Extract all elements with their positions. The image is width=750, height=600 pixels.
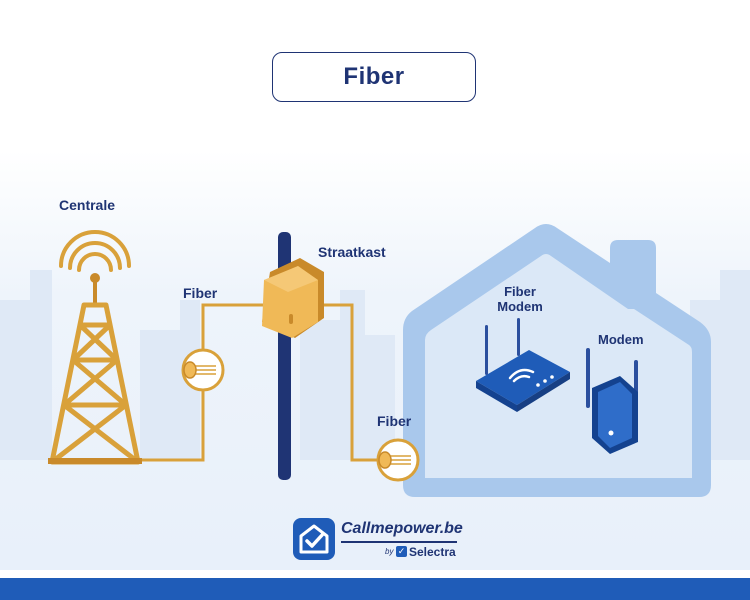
logo-subbrand: Selectra: [409, 545, 456, 559]
logo-name: Callmepower.be: [341, 520, 463, 537]
label-straatkast: Straatkast: [318, 244, 386, 260]
title-box: Fiber: [272, 52, 476, 102]
page-title: Fiber: [343, 63, 405, 90]
tower-icon: [48, 230, 142, 465]
label-fiber-cable-2: Fiber: [377, 413, 412, 429]
logo-by: by: [385, 547, 394, 556]
label-fiber-cable-1: Fiber: [183, 285, 218, 301]
footer-bar: [0, 578, 750, 600]
street-cabinet-icon: [262, 258, 324, 338]
logo-underline: [341, 541, 457, 543]
cable-cross-section-icon: [376, 438, 420, 482]
modem-icon: [586, 348, 638, 454]
label-fiber-modem: Fiber Modem: [488, 284, 552, 314]
brand-logo: Callmepower.be by ✓ Selectra: [293, 516, 463, 564]
logo-house-check-icon: [293, 518, 335, 560]
selectra-check-icon: ✓: [396, 546, 407, 557]
house-icon: [403, 224, 711, 497]
label-fiber-modem-line2: Modem: [497, 299, 543, 314]
label-centrale: Centrale: [59, 197, 116, 213]
cable-cross-section-icon: [181, 348, 225, 392]
label-fiber-modem-line1: Fiber: [504, 284, 536, 299]
router-icon: [476, 318, 570, 412]
label-modem: Modem: [598, 332, 644, 347]
